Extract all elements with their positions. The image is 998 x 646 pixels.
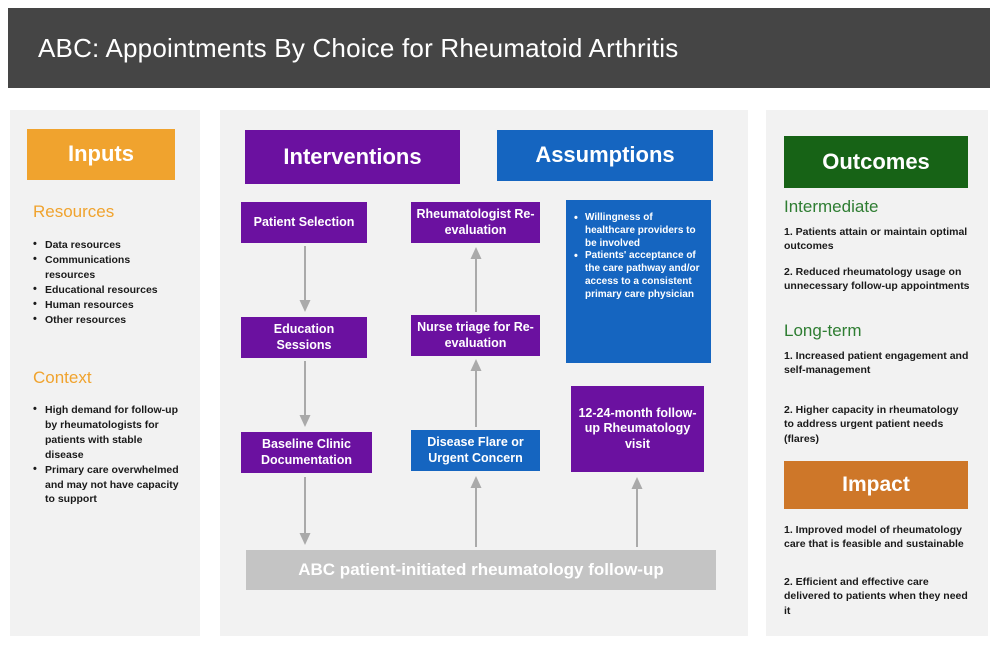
list-resources: Data resources Communications resources … bbox=[33, 237, 183, 328]
heading-context: Context bbox=[33, 368, 92, 387]
list-item: Educational resources bbox=[33, 282, 183, 298]
list-item: Data resources bbox=[33, 237, 183, 253]
arrow-up-pathway-to-flare bbox=[470, 476, 482, 547]
banner-assumptions: Assumptions bbox=[497, 130, 713, 181]
list-assumptions: Willingness of healthcare providers to b… bbox=[574, 211, 701, 302]
list-context: High demand for follow-up by rheumatolog… bbox=[33, 402, 181, 508]
panel-outcomes bbox=[766, 110, 988, 636]
list-item: Patients' acceptance of the care pathway… bbox=[574, 249, 701, 301]
list-item: Primary care overwhelmed and may not hav… bbox=[33, 462, 181, 508]
header-bar: ABC: Appointments By Choice for Rheumato… bbox=[8, 8, 990, 88]
banner-inputs: Inputs bbox=[27, 129, 175, 180]
page-title: ABC: Appointments By Choice for Rheumato… bbox=[38, 32, 679, 63]
box-patient-selection: Patient Selection bbox=[241, 202, 367, 243]
arrow-up-pathway-to-followup-visit bbox=[631, 477, 643, 547]
impact-item-1: 1. Improved model of rheumatology care t… bbox=[784, 524, 964, 551]
outcome-intermediate-2: 2. Reduced rheumatology usage on unneces… bbox=[784, 266, 970, 293]
panel-inputs bbox=[10, 110, 200, 636]
box-12-24-month-followup-visit: 12-24-month follow-up Rheumatology visit bbox=[571, 386, 704, 472]
box-baseline-clinic-documentation: Baseline Clinic Documentation bbox=[241, 432, 372, 473]
box-education-sessions: Education Sessions bbox=[241, 317, 367, 358]
heading-intermediate: Intermediate bbox=[784, 197, 879, 216]
list-item: Human resources bbox=[33, 297, 183, 313]
arrow-up-nurse-to-rheumatologist bbox=[470, 247, 482, 312]
arrow-down-patient-to-education bbox=[299, 246, 311, 312]
banner-interventions: Interventions bbox=[245, 130, 460, 184]
list-item: Communications resources bbox=[33, 252, 183, 283]
panel-interventions-assumptions bbox=[220, 110, 748, 636]
heading-resources: Resources bbox=[33, 202, 115, 221]
arrow-down-baseline-to-pathway bbox=[299, 477, 311, 545]
card-assumptions-bullets: Willingness of healthcare providers to b… bbox=[566, 200, 711, 363]
outcome-longterm-1: 1. Increased patient engagement and self… bbox=[784, 350, 969, 377]
list-item: Willingness of healthcare providers to b… bbox=[574, 211, 701, 250]
impact-item-2: 2. Efficient and effective care delivere… bbox=[784, 576, 968, 617]
box-disease-flare-or-urgent-concern: Disease Flare or Urgent Concern bbox=[411, 430, 540, 471]
list-item: High demand for follow-up by rheumatolog… bbox=[33, 402, 181, 463]
banner-impact: Impact bbox=[784, 461, 968, 509]
heading-long-term: Long-term bbox=[784, 321, 862, 340]
outcome-longterm-2: 2. Higher capacity in rheumatology to ad… bbox=[784, 404, 959, 445]
arrow-down-education-to-baseline bbox=[299, 361, 311, 427]
box-abc-patient-initiated-followup: ABC patient-initiated rheumatology follo… bbox=[246, 550, 716, 590]
banner-outcomes: Outcomes bbox=[784, 136, 968, 188]
outcome-intermediate-1: 1. Patients attain or maintain optimal o… bbox=[784, 226, 968, 253]
arrow-up-flare-to-nurse bbox=[470, 359, 482, 427]
box-nurse-triage-re-evaluation: Nurse triage for Re-evaluation bbox=[411, 315, 540, 356]
box-rheumatologist-re-evaluation: Rheumatologist Re-evaluation bbox=[411, 202, 540, 243]
list-item: Other resources bbox=[33, 312, 183, 328]
